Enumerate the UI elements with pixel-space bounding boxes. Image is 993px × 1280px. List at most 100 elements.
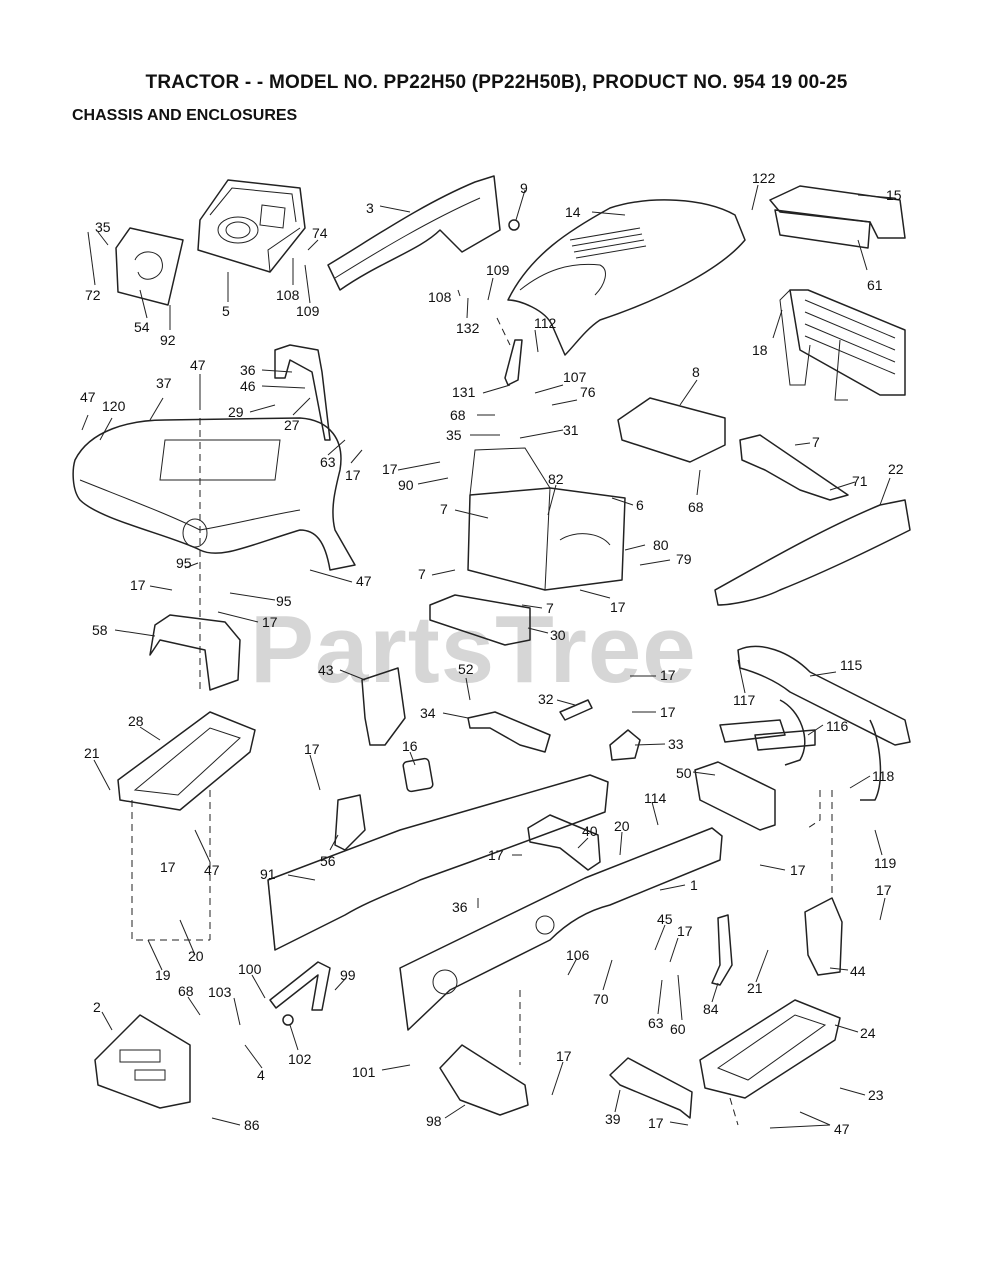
callout: 17 bbox=[130, 577, 146, 593]
callout: 117 bbox=[733, 692, 756, 708]
part-29-bracket bbox=[274, 344, 331, 441]
callout: 50 bbox=[676, 765, 692, 781]
watermark-logo: PartsTree bbox=[250, 596, 697, 703]
callout: 17 bbox=[876, 882, 892, 898]
callout: 17 bbox=[262, 614, 278, 630]
callout: 46 bbox=[240, 378, 256, 394]
callout: 27 bbox=[284, 417, 300, 433]
callout: 1 bbox=[690, 877, 698, 893]
part-43-bracket bbox=[361, 667, 406, 746]
part-71-bracket bbox=[739, 434, 849, 501]
callout: 15 bbox=[886, 187, 902, 203]
callout: 18 bbox=[752, 342, 768, 358]
part-33-bracket bbox=[609, 729, 641, 761]
callout: 7 bbox=[418, 566, 426, 582]
callout: 118 bbox=[872, 768, 895, 784]
callout: 76 bbox=[580, 384, 596, 400]
part-2-bracket bbox=[94, 1014, 191, 1109]
callout: 16 bbox=[402, 738, 418, 754]
callout: 109 bbox=[296, 303, 320, 319]
callout: 56 bbox=[320, 853, 336, 869]
callout: 114 bbox=[644, 790, 667, 806]
callout: 35 bbox=[446, 427, 462, 443]
callout: 80 bbox=[653, 537, 669, 553]
callout: 8 bbox=[692, 364, 700, 380]
part-84-lever bbox=[711, 914, 733, 986]
callout-numbers: 3 9 14 122 15 61 35 72 54 92 5 74 108 10… bbox=[80, 170, 904, 1137]
callout: 101 bbox=[352, 1064, 376, 1080]
callout: 17 bbox=[488, 847, 504, 863]
part-50-bracket bbox=[694, 761, 776, 831]
callout: 33 bbox=[668, 736, 684, 752]
part-3-side-panel bbox=[327, 175, 501, 291]
callout: 20 bbox=[614, 818, 630, 834]
part-5-dash-console bbox=[197, 179, 306, 273]
callout: 17 bbox=[610, 599, 626, 615]
callout: 122 bbox=[752, 170, 776, 186]
callout: 107 bbox=[563, 369, 587, 385]
part-8-plate bbox=[617, 397, 726, 463]
callout: 108 bbox=[428, 289, 452, 305]
callout: 39 bbox=[605, 1111, 621, 1127]
callout: 35 bbox=[95, 219, 111, 235]
callout: 28 bbox=[128, 713, 144, 729]
callout: 24 bbox=[860, 1025, 876, 1041]
callout: 6 bbox=[636, 497, 644, 513]
part-115-tube bbox=[719, 645, 911, 801]
callout: 17 bbox=[160, 859, 176, 875]
callout: 30 bbox=[550, 627, 566, 643]
part-1-main-frame bbox=[399, 827, 723, 1031]
part-99-rod bbox=[269, 961, 331, 1011]
callout: 74 bbox=[312, 225, 328, 241]
callout: 9 bbox=[520, 180, 528, 196]
callout: 91 bbox=[260, 866, 276, 882]
part-9-grommet bbox=[508, 219, 520, 231]
callout: 99 bbox=[340, 967, 356, 983]
callout: 58 bbox=[92, 622, 108, 638]
callout: 17 bbox=[790, 862, 806, 878]
callout: 63 bbox=[320, 454, 336, 470]
callout: 32 bbox=[538, 691, 554, 707]
callout: 116 bbox=[826, 718, 849, 734]
callout: 109 bbox=[486, 262, 510, 278]
callout: 40 bbox=[582, 823, 598, 839]
callout: 47 bbox=[356, 573, 372, 589]
callout: 36 bbox=[240, 362, 256, 378]
callout: 20 bbox=[188, 948, 204, 964]
callout: 37 bbox=[156, 375, 172, 391]
callout: 103 bbox=[208, 984, 232, 1000]
callout: 90 bbox=[398, 477, 414, 493]
callout: 132 bbox=[456, 320, 480, 336]
callout: 95 bbox=[276, 593, 292, 609]
callout: 79 bbox=[676, 551, 692, 567]
part-14-hood bbox=[507, 199, 746, 356]
callout: 84 bbox=[703, 1001, 719, 1017]
callout: 92 bbox=[160, 332, 176, 348]
callout: 14 bbox=[565, 204, 581, 220]
callout: 71 bbox=[852, 473, 868, 489]
callout: 17 bbox=[382, 461, 398, 477]
callout: 17 bbox=[556, 1048, 572, 1064]
callout: 61 bbox=[867, 277, 883, 293]
callout: 52 bbox=[458, 661, 474, 677]
part-24-footrest bbox=[699, 999, 841, 1099]
part-37-fender bbox=[72, 417, 356, 571]
callout: 7 bbox=[440, 501, 448, 517]
callout: 120 bbox=[102, 398, 126, 414]
callout: 70 bbox=[593, 991, 609, 1007]
callout: 45 bbox=[657, 911, 673, 927]
callout: 86 bbox=[244, 1117, 260, 1133]
callout: 102 bbox=[288, 1051, 312, 1067]
callout: 82 bbox=[548, 471, 564, 487]
callout: 47 bbox=[80, 389, 96, 405]
callout: 7 bbox=[546, 600, 554, 616]
callout: 44 bbox=[850, 963, 866, 979]
callout: 68 bbox=[688, 499, 704, 515]
callout: 72 bbox=[85, 287, 101, 303]
part-34-bracket bbox=[467, 711, 551, 753]
callout: 19 bbox=[155, 967, 171, 983]
part-56-bracket bbox=[334, 794, 366, 851]
part-39-bracket bbox=[609, 1057, 693, 1119]
callout: 100 bbox=[238, 961, 262, 977]
